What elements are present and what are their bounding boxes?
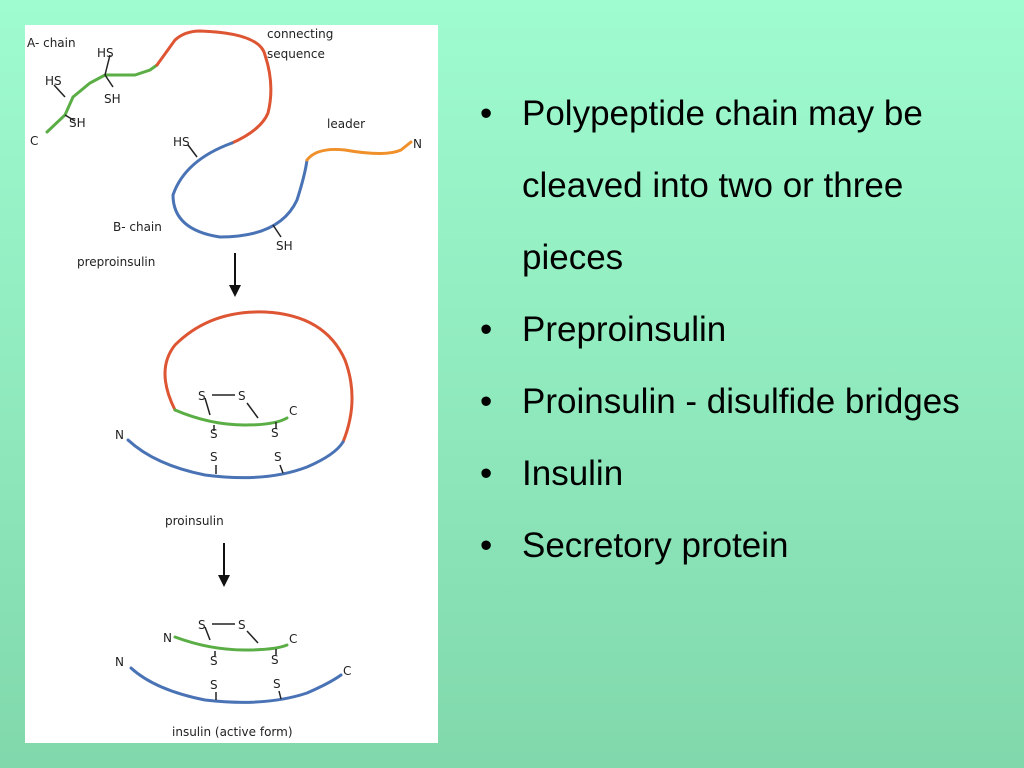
s-label-7: S xyxy=(198,618,206,632)
insulin-label: insulin (active form) xyxy=(172,725,293,739)
insulin-processing-figure: A- chain connecting sequence leader B- c… xyxy=(25,25,438,743)
bridge-tick-6 xyxy=(279,464,284,474)
hs-label-2: HS xyxy=(45,74,62,88)
bridge-tick-8 xyxy=(246,630,259,644)
bullet-list: Polypeptide chain may be cleaved into tw… xyxy=(478,78,998,582)
s-label-9: S xyxy=(210,654,218,668)
sh-tick-1 xyxy=(104,74,114,88)
proinsulin-label: proinsulin xyxy=(165,514,224,528)
preproinsulin-b-chain xyxy=(171,141,309,239)
hs-tick-2 xyxy=(53,84,66,98)
c-terminus-label-3: C xyxy=(289,632,297,646)
s-label-12: S xyxy=(273,677,281,691)
bullet-item: Insulin xyxy=(478,438,998,510)
preproinsulin-connecting-sequence xyxy=(155,29,273,145)
c-terminus-label-1: C xyxy=(30,134,38,148)
n-terminus-label-2: N xyxy=(115,428,124,442)
hs-tick-3 xyxy=(187,144,198,158)
s-label-10: S xyxy=(210,678,218,692)
connecting-label-line2: sequence xyxy=(267,47,325,61)
insulin-b-chain xyxy=(129,666,343,704)
preproinsulin-panel: A- chain connecting sequence leader B- c… xyxy=(27,27,422,269)
leader-label: leader xyxy=(327,117,365,131)
insulin-a-chain xyxy=(173,635,289,652)
c-terminus-label-2: C xyxy=(289,404,297,418)
arrow-down-icon xyxy=(218,543,230,587)
bridge-tick-2 xyxy=(246,402,259,419)
n-terminus-label-3: N xyxy=(163,631,172,645)
s-label-2: S xyxy=(238,389,246,403)
proinsulin-connecting-loop xyxy=(163,310,354,444)
preproinsulin-leader xyxy=(305,140,413,162)
preproinsulin-a-chain xyxy=(45,63,159,134)
a-chain-label: A- chain xyxy=(27,36,76,50)
proinsulin-b-chain xyxy=(126,438,345,480)
arrow-down-icon xyxy=(229,253,241,297)
bullet-item: Proinsulin - disulfide bridges xyxy=(478,366,998,438)
b-chain-label: B- chain xyxy=(113,220,162,234)
hs-label-3: HS xyxy=(173,135,190,149)
sh-tick-2 xyxy=(64,114,76,122)
preproinsulin-label: preproinsulin xyxy=(77,255,155,269)
proinsulin-a-chain xyxy=(173,408,289,427)
n-terminus-label-1: N xyxy=(413,137,422,151)
bullet-item: Secretory protein xyxy=(478,510,998,582)
connecting-label-line1: connecting xyxy=(267,27,333,41)
bridge-tick-7 xyxy=(204,626,211,641)
s-label-5: S xyxy=(271,426,279,440)
bullet-item: Preproinsulin xyxy=(478,294,998,366)
hs-label-1: HS xyxy=(97,46,114,60)
sh-label-3: SH xyxy=(276,239,293,253)
c-terminus-label-4: C xyxy=(343,664,351,678)
bridge-tick-1 xyxy=(204,397,211,416)
insulin-processing-diagram: A- chain connecting sequence leader B- c… xyxy=(27,27,422,739)
insulin-panel: S S S S S S N C N C insulin (active form… xyxy=(115,618,351,739)
sh-label-2: SH xyxy=(69,116,86,130)
sh-tick-3 xyxy=(272,224,282,238)
bullet-item: Polypeptide chain may be cleaved into tw… xyxy=(478,78,998,294)
s-label-8: S xyxy=(238,618,246,632)
proinsulin-panel: S S S S S S C N proinsulin xyxy=(115,310,354,528)
sh-label-1: SH xyxy=(104,92,121,106)
n-terminus-label-4: N xyxy=(115,655,124,669)
hs-tick-1 xyxy=(104,54,111,76)
s-label-3: S xyxy=(210,427,218,441)
bridge-tick-12 xyxy=(278,690,282,700)
s-label-1: S xyxy=(198,389,206,403)
s-label-4: S xyxy=(210,450,218,464)
s-label-11: S xyxy=(271,653,279,667)
s-label-6: S xyxy=(274,450,282,464)
